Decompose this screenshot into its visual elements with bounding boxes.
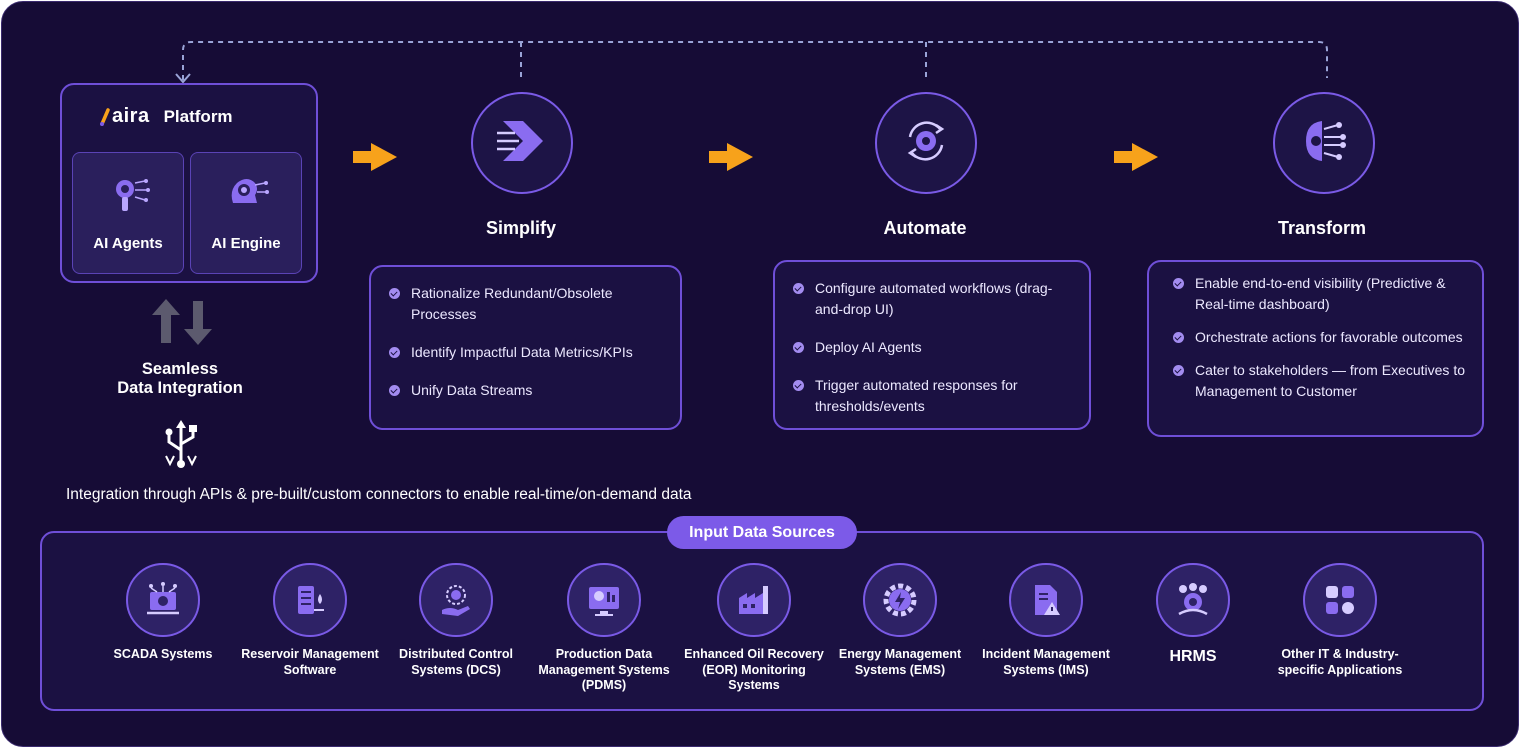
source-label: SCADA Systems bbox=[113, 647, 213, 661]
bullet-text: Enable end-to-end visibility (Predictive… bbox=[1195, 275, 1446, 312]
source-label: Enhanced Oil Recovery (EOR) Monitoring S… bbox=[684, 647, 824, 692]
source-pdms: Production Data Management Systems (PDMS… bbox=[529, 563, 679, 694]
transform-box: Enable end-to-end visibility (Predictive… bbox=[1147, 260, 1484, 437]
integration-title-line1: Seamless bbox=[141, 360, 219, 378]
source-label: Energy Management Systems (EMS) bbox=[838, 647, 962, 677]
bullet-item: Identify Impactful Data Metrics/KPIs bbox=[389, 342, 669, 363]
stage-title-transform: Transform bbox=[1277, 218, 1367, 238]
simplify-box: Rationalize Redundant/Obsolete Processes… bbox=[369, 265, 682, 430]
automate-circle bbox=[875, 92, 977, 194]
platform-box: aira Platform AI Agents bbox=[60, 83, 318, 283]
aira-logo-text: aira bbox=[112, 105, 150, 127]
input-sources-pill: Input Data Sources bbox=[667, 516, 857, 549]
ai-agents-label: AI Agents bbox=[93, 235, 163, 252]
stage-title-simplify: Simplify bbox=[485, 218, 556, 238]
check-icon bbox=[389, 347, 400, 358]
ai-agents-card: AI Agents bbox=[72, 152, 184, 274]
bullet-item: Cater to stakeholders — from Executives … bbox=[1173, 360, 1473, 402]
simplify-circle bbox=[471, 92, 573, 194]
bullet-text: Orchestrate actions for favorable outcom… bbox=[1195, 329, 1463, 345]
source-reservoir: Reservoir Management Software bbox=[235, 563, 385, 678]
bullet-item: Unify Data Streams bbox=[389, 380, 669, 401]
check-icon bbox=[1173, 365, 1184, 376]
source-ims: Incident Management Systems (IMS) bbox=[971, 563, 1121, 678]
bullet-item: Trigger automated responses for threshol… bbox=[793, 375, 1063, 417]
ims-icon bbox=[1009, 563, 1083, 637]
bullet-text: Unify Data Streams bbox=[411, 382, 533, 398]
bullet-text: Deploy AI Agents bbox=[815, 339, 922, 355]
bullet-item: Enable end-to-end visibility (Predictive… bbox=[1173, 273, 1473, 315]
bullet-text: Identify Impactful Data Metrics/KPIs bbox=[411, 344, 633, 360]
check-icon bbox=[1173, 278, 1184, 289]
integration-title: Seamless Data Integration bbox=[82, 360, 278, 398]
scada-icon bbox=[126, 563, 200, 637]
source-label: Incident Management Systems (IMS) bbox=[982, 647, 1110, 677]
bullet-item: Rationalize Redundant/Obsolete Processes bbox=[389, 283, 669, 325]
flow-arrow-icon-1 bbox=[353, 143, 397, 171]
source-label: Production Data Management Systems (PDMS… bbox=[538, 647, 670, 692]
aira-logo-icon bbox=[100, 107, 110, 126]
automate-box: Configure automated workflows (drag-and-… bbox=[773, 260, 1091, 430]
bullet-text: Trigger automated responses for threshol… bbox=[815, 377, 1018, 414]
usb-icon bbox=[162, 420, 200, 473]
bullet-item: Configure automated workflows (drag-and-… bbox=[793, 278, 1063, 320]
eor-icon bbox=[717, 563, 791, 637]
check-icon bbox=[793, 342, 804, 353]
source-label: Distributed Control Systems (DCS) bbox=[399, 647, 513, 677]
sync-arrows-icon bbox=[152, 299, 212, 350]
flow-arrow-icon-2 bbox=[709, 143, 753, 171]
source-eor: Enhanced Oil Recovery (EOR) Monitoring S… bbox=[679, 563, 829, 694]
bullet-text: Rationalize Redundant/Obsolete Processes bbox=[411, 285, 613, 322]
source-ems: Energy Management Systems (EMS) bbox=[825, 563, 975, 678]
source-dcs: Distributed Control Systems (DCS) bbox=[381, 563, 531, 678]
integration-description: Integration through APIs & pre-built/cus… bbox=[66, 486, 692, 503]
bullet-item: Deploy AI Agents bbox=[793, 337, 1063, 358]
simplify-arrow-icon bbox=[497, 119, 547, 168]
ai-engine-label: AI Engine bbox=[211, 235, 281, 252]
check-icon bbox=[1173, 332, 1184, 343]
reservoir-icon bbox=[273, 563, 347, 637]
check-icon bbox=[793, 283, 804, 294]
hrms-icon bbox=[1156, 563, 1230, 637]
flow-arrow-icon-3 bbox=[1114, 143, 1158, 171]
check-icon bbox=[389, 288, 400, 299]
transform-circle bbox=[1273, 92, 1375, 194]
bullet-text: Configure automated workflows (drag-and-… bbox=[815, 280, 1053, 317]
automate-bullets: Configure automated workflows (drag-and-… bbox=[793, 278, 1063, 434]
transform-bullets: Enable end-to-end visibility (Predictive… bbox=[1173, 273, 1473, 419]
check-icon bbox=[389, 385, 400, 396]
ai-agent-icon bbox=[107, 173, 151, 222]
simplify-bullets: Rationalize Redundant/Obsolete Processes… bbox=[389, 283, 669, 418]
integration-title-line2: Data Integration bbox=[117, 379, 243, 397]
check-icon bbox=[793, 380, 804, 391]
ems-icon bbox=[863, 563, 937, 637]
source-label: Reservoir Management Software bbox=[241, 647, 379, 677]
source-label: HRMS bbox=[1169, 648, 1217, 665]
bullet-text: Cater to stakeholders — from Executives … bbox=[1195, 362, 1465, 399]
platform-header: aira Platform bbox=[100, 105, 233, 128]
source-label: Other IT & Industry-specific Application… bbox=[1277, 647, 1403, 677]
pdms-icon bbox=[567, 563, 641, 637]
source-hrms: HRMS bbox=[1118, 563, 1268, 665]
platform-title: Platform bbox=[163, 106, 233, 126]
ai-engine-card: AI Engine bbox=[190, 152, 302, 274]
transform-brain-icon bbox=[1300, 117, 1348, 170]
stage-title-automate: Automate bbox=[883, 218, 967, 238]
automate-gear-icon bbox=[902, 117, 950, 170]
source-scada: SCADA Systems bbox=[88, 563, 238, 663]
apps-icon bbox=[1303, 563, 1377, 637]
bullet-item: Orchestrate actions for favorable outcom… bbox=[1173, 327, 1473, 348]
ai-engine-icon bbox=[225, 173, 269, 222]
source-other-apps: Other IT & Industry-specific Application… bbox=[1265, 563, 1415, 678]
dcs-icon bbox=[419, 563, 493, 637]
